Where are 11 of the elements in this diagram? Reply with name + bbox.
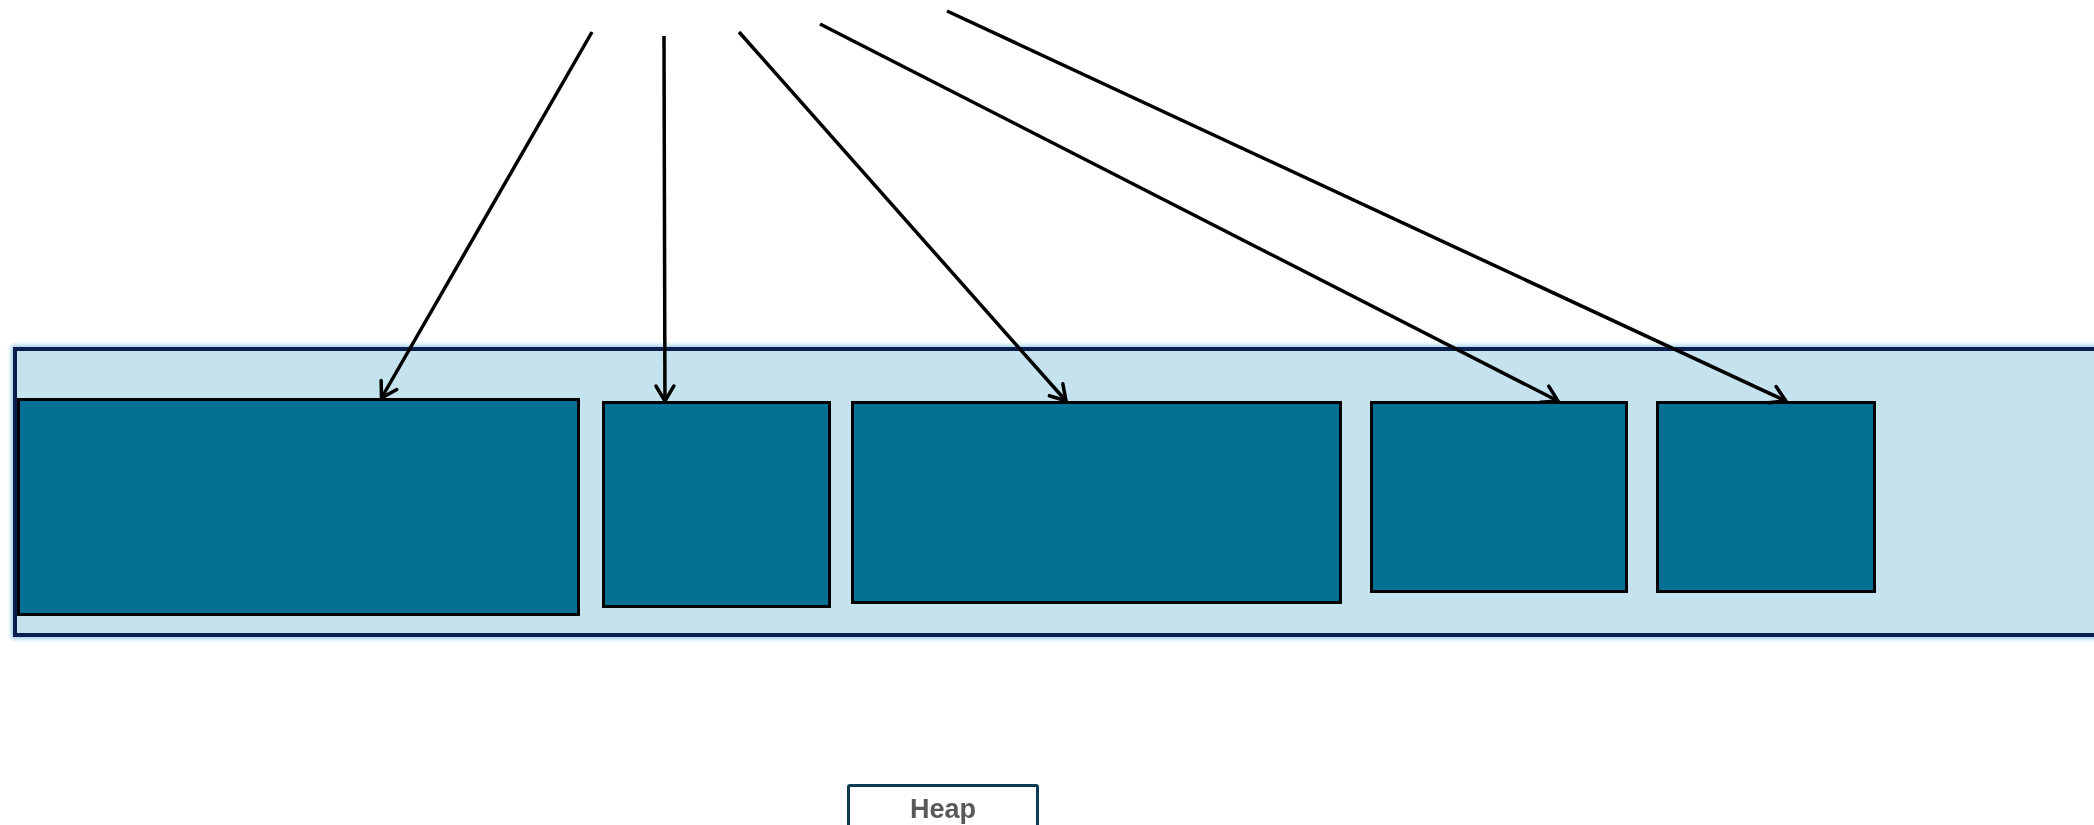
storage-block: [17, 398, 580, 616]
arrow: [654, 36, 676, 403]
arrow: [379, 31, 594, 400]
arrow: [737, 30, 1068, 403]
memory-region: [13, 347, 2094, 637]
label-box: [847, 784, 1039, 825]
storage-block: [1370, 401, 1628, 593]
storage-block: [1656, 401, 1876, 593]
storage-block: [602, 401, 831, 608]
storage-block: [851, 401, 1342, 604]
box-label: Heap: [910, 793, 976, 825]
